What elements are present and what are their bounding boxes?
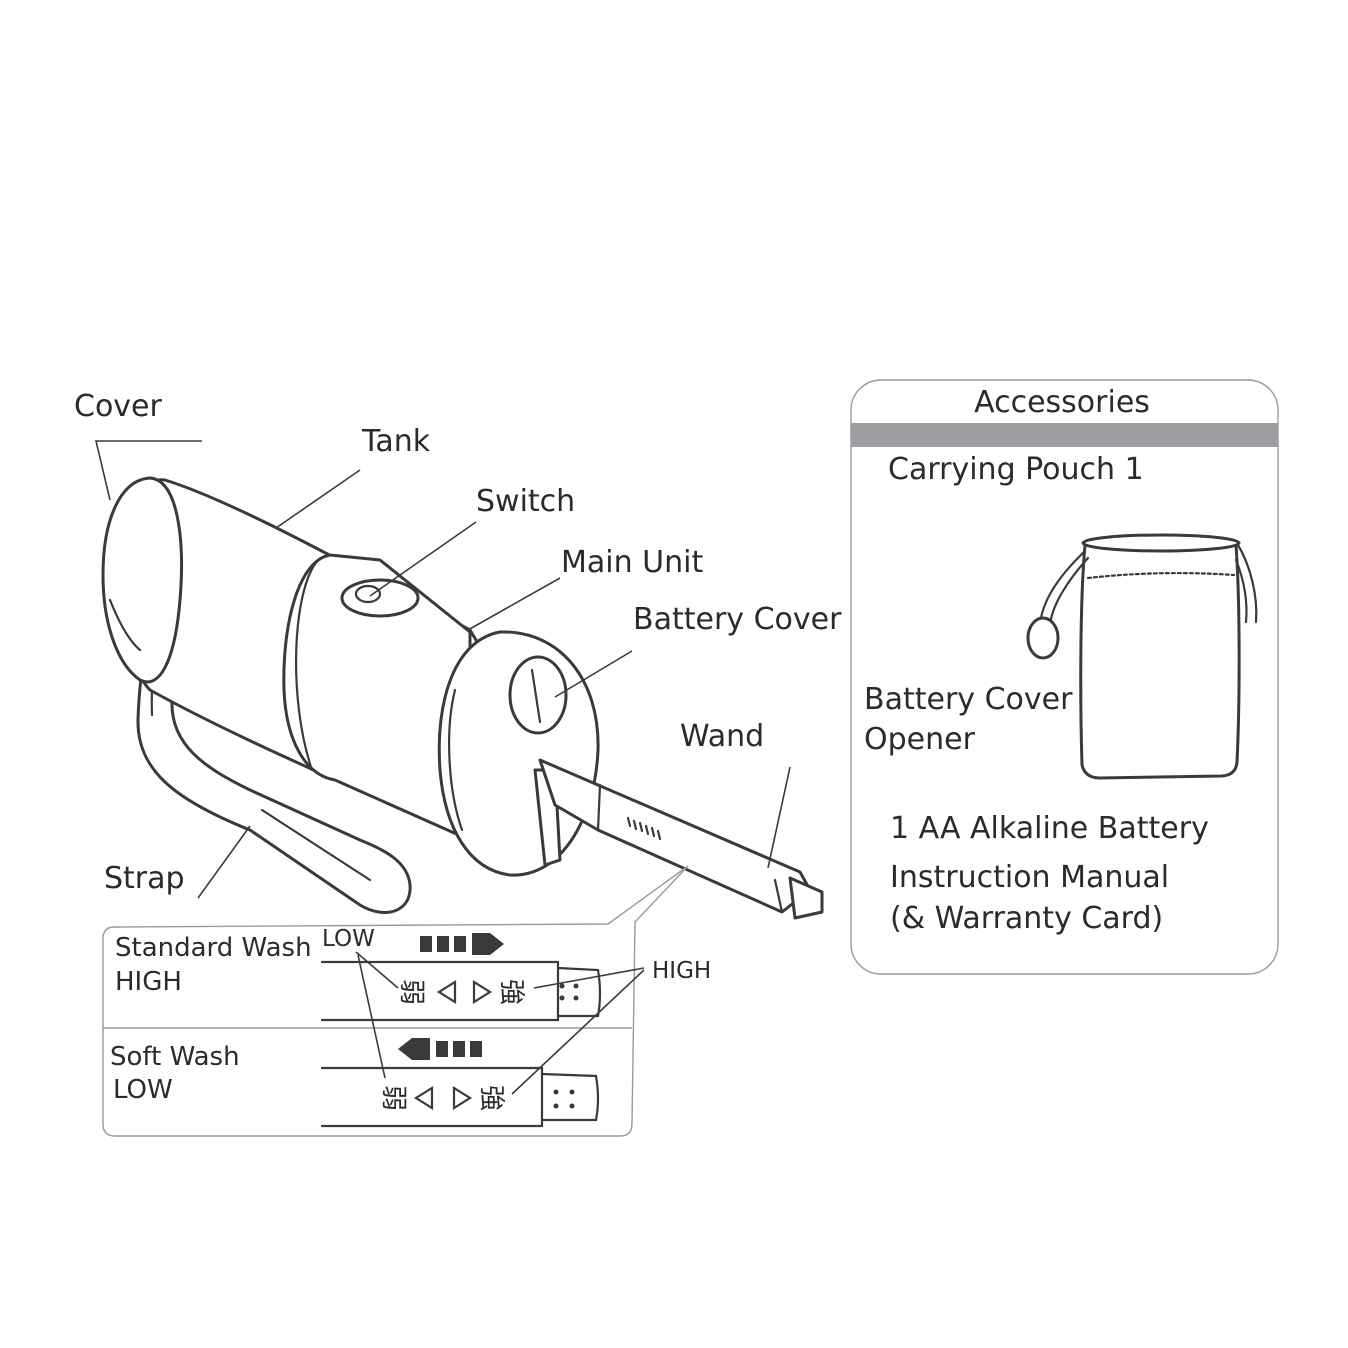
carrying-pouch-label: Carrying Pouch 1 bbox=[888, 452, 1144, 487]
manual-label-line1: Instruction Manual bbox=[890, 860, 1169, 895]
soft-wash-title: Soft Wash bbox=[110, 1042, 240, 1072]
label-strap: Strap bbox=[104, 861, 185, 896]
opener-label-line1: Battery Cover bbox=[864, 682, 1073, 717]
accessories-title: Accessories bbox=[974, 385, 1150, 420]
weak-char-top: 弱 bbox=[396, 979, 426, 1005]
arrow-right-icon bbox=[420, 933, 504, 955]
pouch-icon bbox=[1038, 533, 1258, 780]
arrow-left-icon bbox=[398, 1038, 482, 1060]
soft-wash-level: LOW bbox=[113, 1075, 173, 1105]
accessories-panel: Accessories Carrying Pouch 1 Battery Cov… bbox=[850, 379, 1279, 975]
triangle-right-icon bbox=[472, 980, 493, 1004]
manual-label-line2: (& Warranty Card) bbox=[890, 901, 1163, 936]
label-battery-cover: Battery Cover bbox=[633, 602, 842, 637]
triangle-left-icon bbox=[436, 980, 457, 1004]
standard-wash-title: Standard Wash bbox=[115, 933, 312, 963]
cover-shape bbox=[101, 476, 183, 684]
bidet-device-illustration bbox=[101, 476, 824, 920]
wash-mode-panel: Standard Wash HIGH LOW 弱 強 HIGH Soft Was… bbox=[102, 865, 711, 1137]
label-main-unit: Main Unit bbox=[561, 545, 703, 580]
accessories-header-bar bbox=[851, 423, 1278, 447]
label-tank: Tank bbox=[361, 424, 431, 459]
switch-shape bbox=[340, 578, 420, 618]
high-tag: HIGH bbox=[652, 958, 711, 984]
low-tag: LOW bbox=[322, 926, 375, 952]
label-switch: Switch bbox=[476, 484, 575, 519]
weak-char-bottom: 弱 bbox=[378, 1085, 408, 1111]
strong-char-bottom: 強 bbox=[476, 1085, 506, 1111]
main-unit-ring bbox=[282, 553, 472, 842]
callouts: Cover Tank Switch Main Unit Battery Cove… bbox=[74, 389, 842, 899]
label-cover: Cover bbox=[74, 389, 163, 424]
opener-label-line2: Opener bbox=[864, 722, 976, 757]
wand-nozzle bbox=[788, 876, 824, 920]
label-wand: Wand bbox=[680, 719, 764, 754]
opener-icon bbox=[1026, 616, 1060, 660]
battery-cover-shape bbox=[508, 655, 568, 735]
battery-label: 1 AA Alkaline Battery bbox=[890, 811, 1209, 846]
strong-char-top: 強 bbox=[496, 979, 526, 1005]
wand-dial-ticks bbox=[626, 816, 662, 841]
standard-wash-level: HIGH bbox=[115, 967, 182, 997]
wand-shape bbox=[538, 758, 812, 914]
